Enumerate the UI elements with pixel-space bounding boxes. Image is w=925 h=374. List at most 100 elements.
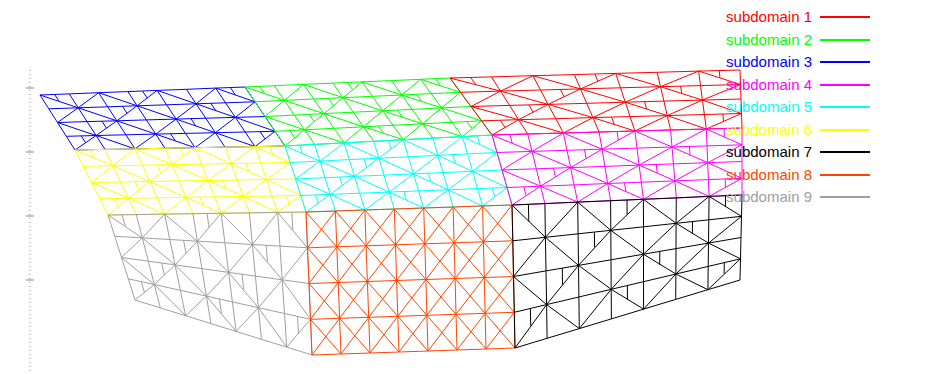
legend-entry: subdomain 5 <box>700 96 920 119</box>
mesh-edge <box>608 184 611 201</box>
mesh-edge <box>335 210 365 211</box>
mesh-edge <box>165 214 198 241</box>
mesh-edge <box>548 103 587 104</box>
mesh-edge <box>397 280 426 281</box>
mesh-edge <box>142 238 170 240</box>
legend-label: subdomain 4 <box>726 76 812 94</box>
mesh-edge <box>362 81 391 82</box>
mesh-edge <box>235 102 255 118</box>
mesh-edge <box>208 164 231 181</box>
mesh-edge <box>231 164 266 180</box>
mesh-edge <box>428 350 457 351</box>
mesh-edge <box>249 212 277 214</box>
mesh-edge <box>129 197 158 199</box>
mesh-edge <box>563 133 602 149</box>
mesh-edge <box>122 238 143 258</box>
mesh-edge <box>316 195 319 203</box>
mesh-edge <box>485 312 514 313</box>
mesh-edge <box>300 145 303 153</box>
mesh-edge <box>676 274 708 290</box>
mesh-edge <box>661 87 703 100</box>
mesh-edge <box>625 102 667 115</box>
mesh-edge <box>507 188 512 206</box>
mesh-edge <box>202 269 207 297</box>
mesh-edge <box>541 168 571 187</box>
mesh-edge <box>485 313 487 349</box>
mesh-edge <box>290 131 295 138</box>
mesh-edge <box>462 137 467 154</box>
mesh-edge <box>707 266 708 289</box>
mesh-edge <box>364 159 367 168</box>
mesh-edge <box>179 181 186 197</box>
mesh-edge <box>108 107 117 121</box>
mesh-edge <box>156 134 195 148</box>
mesh-edge <box>707 146 709 163</box>
mesh-edge <box>284 99 313 100</box>
mesh-edge <box>427 314 456 315</box>
mesh-edge <box>571 149 602 167</box>
mesh-edge <box>308 248 310 284</box>
mesh-edge <box>75 136 96 151</box>
mesh-edge <box>135 134 156 149</box>
mesh-edge <box>625 183 626 192</box>
mesh-edge <box>308 211 336 248</box>
mesh-edge <box>255 100 284 101</box>
mesh-edge <box>179 180 208 182</box>
mesh-edge <box>397 244 425 281</box>
mesh-edge <box>252 245 282 280</box>
legend-entry: subdomain 9 <box>700 186 920 209</box>
mesh-edge <box>457 313 485 350</box>
mesh-edge <box>595 74 598 81</box>
mesh-edge <box>528 133 564 134</box>
mesh-edge <box>467 122 472 129</box>
legend-swatch <box>820 16 870 18</box>
mesh-edge <box>266 179 295 181</box>
mesh-edge <box>92 166 113 183</box>
mesh-edge <box>249 212 277 214</box>
mesh-edge <box>290 163 295 180</box>
mesh-edge <box>396 245 397 281</box>
mesh-edge <box>398 316 428 351</box>
mesh-edge <box>578 265 579 297</box>
mesh-edge <box>461 91 501 92</box>
mesh-edge <box>325 178 330 195</box>
mesh-edge <box>453 206 483 207</box>
mesh-edge <box>320 160 350 162</box>
mesh-edge <box>235 116 265 118</box>
mesh-edge <box>389 174 413 192</box>
mesh-edge <box>242 274 244 289</box>
mesh-edge <box>176 119 215 133</box>
mesh-edge <box>284 100 294 115</box>
mesh-edge <box>708 243 709 266</box>
mesh-edge <box>367 245 395 282</box>
legend-label: subdomain 9 <box>726 188 812 206</box>
mesh-edge <box>306 212 308 248</box>
mesh-edge <box>471 77 476 84</box>
legend-label: subdomain 7 <box>726 143 812 161</box>
mesh-edge <box>255 147 290 163</box>
mesh-edge <box>58 121 88 123</box>
mesh-edge <box>448 171 472 190</box>
mesh-edge <box>414 174 449 190</box>
mesh-edge <box>243 196 272 197</box>
mesh-edge <box>667 115 704 116</box>
mesh-edge <box>510 105 519 119</box>
mesh-edge <box>724 129 725 137</box>
mesh-edge <box>709 243 741 259</box>
legend-label: subdomain 1 <box>726 8 812 26</box>
mesh-edge <box>556 118 593 119</box>
mesh-edge <box>225 147 231 164</box>
mesh-edge <box>578 201 611 202</box>
mesh-edge <box>100 199 108 215</box>
mesh-edge <box>541 186 578 202</box>
mesh-edge <box>547 297 579 305</box>
mesh-edge <box>398 280 426 317</box>
mesh-edge <box>709 238 742 244</box>
mesh-edge <box>301 196 306 213</box>
mesh-edge <box>585 150 587 159</box>
mesh-edge <box>391 81 401 95</box>
mesh-edge <box>471 91 501 106</box>
mesh-edge <box>483 242 485 278</box>
mesh-edge <box>353 112 363 127</box>
mesh-edge <box>676 290 708 300</box>
